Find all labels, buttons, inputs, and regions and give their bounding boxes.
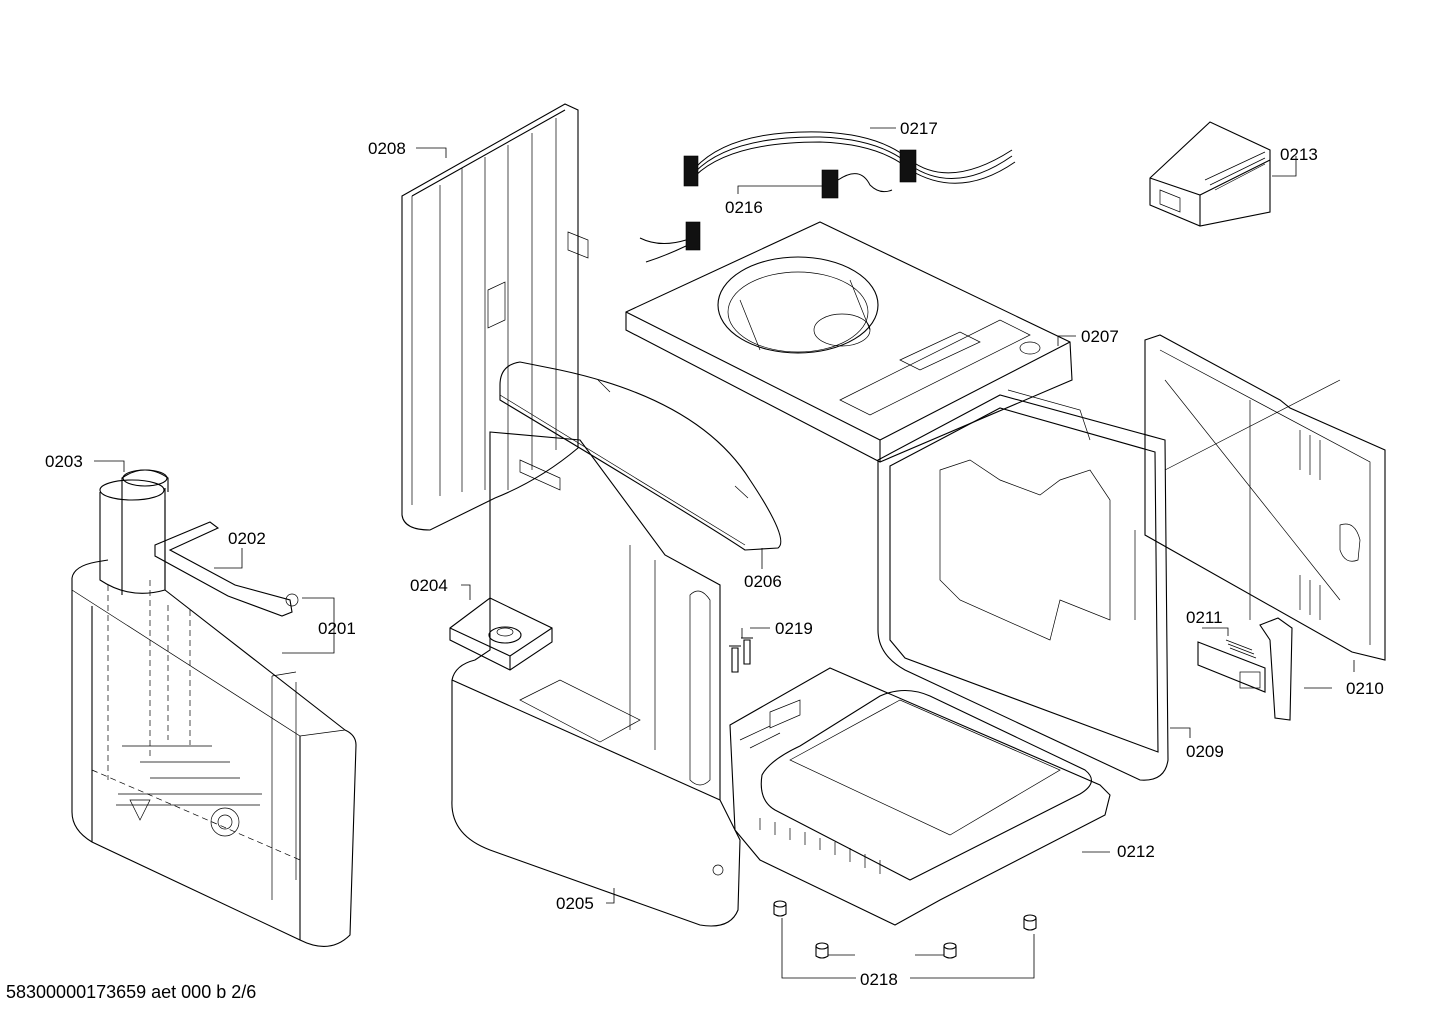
part-0205-front-housing[interactable] (451, 431, 741, 927)
leader-lines (94, 127, 1355, 979)
label-0208[interactable]: 0208 (368, 139, 406, 158)
part-0209-main-frame[interactable] (877, 389, 1169, 781)
label-0202[interactable]: 0202 (228, 529, 266, 548)
label-0205[interactable]: 0205 (556, 894, 594, 913)
part-0201-water-tank[interactable] (71, 479, 357, 947)
part-0219-screws[interactable] (729, 637, 753, 673)
part-0217-wire-harness[interactable] (683, 131, 1016, 187)
part-0204-lid[interactable] (449, 597, 553, 671)
label-0204[interactable]: 0204 (410, 576, 448, 595)
label-0207[interactable]: 0207 (1081, 327, 1119, 346)
label-0219[interactable]: 0219 (775, 619, 813, 638)
part-0210-back-panel[interactable] (1144, 334, 1386, 661)
part-0203-valve-cap[interactable] (121, 469, 169, 492)
part-0216-connectors[interactable] (639, 169, 893, 263)
drawing-reference-number: 58300000173659 aet 000 b 2/6 (6, 982, 257, 1002)
label-0217[interactable]: 0217 (900, 119, 938, 138)
part-0207-top-frame[interactable] (625, 221, 1073, 463)
label-0211[interactable]: 0211 (1186, 608, 1223, 627)
label-0213[interactable]: 0213 (1280, 145, 1318, 164)
label-0206[interactable]: 0206 (744, 572, 782, 591)
label-0201[interactable]: 0201 (318, 619, 356, 638)
part-0211-latch[interactable] (1197, 617, 1293, 721)
label-0218[interactable]: 0218 (860, 970, 898, 989)
part-0202-handle[interactable] (154, 521, 299, 617)
part-0218-feet[interactable] (773, 900, 1037, 959)
label-0203[interactable]: 0203 (45, 452, 83, 471)
label-0210[interactable]: 0210 (1346, 679, 1384, 698)
part-0213-drip-box[interactable] (1149, 121, 1271, 227)
label-0209[interactable]: 0209 (1186, 742, 1224, 761)
part-0208-side-panel[interactable] (401, 103, 589, 531)
part-0206-cover-strip[interactable] (499, 361, 782, 551)
label-0212[interactable]: 0212 (1117, 842, 1155, 861)
part-0212-drip-tray[interactable] (729, 667, 1111, 926)
part-labels: 0201 0202 0203 0204 0205 0206 0207 0208 … (45, 119, 1384, 989)
label-0216[interactable]: 0216 (725, 198, 763, 217)
